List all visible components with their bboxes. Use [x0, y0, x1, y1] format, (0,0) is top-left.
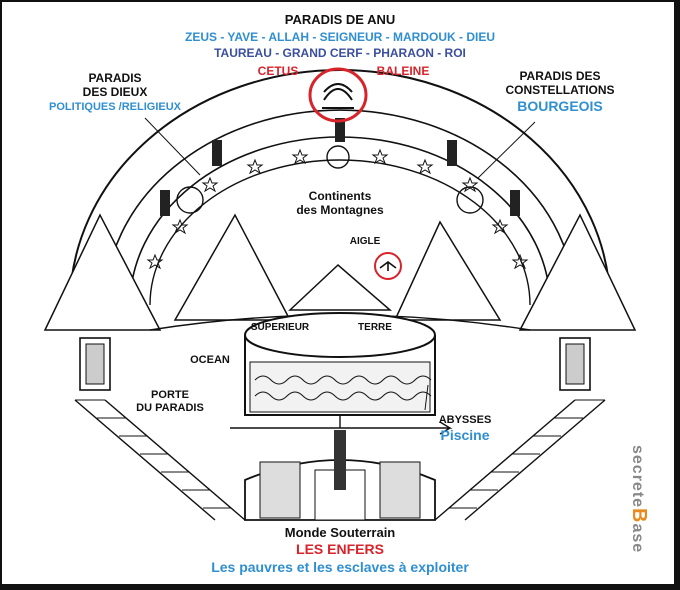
- abyss-waves: [254, 375, 432, 385]
- right-heaven-title-1: PARADIS DES: [519, 69, 601, 83]
- gods-line: ZEUS - YAVE - ALLAH - SEIGNEUR - MARDOUK…: [184, 30, 495, 44]
- ocean-label: OCEAN: [190, 354, 230, 366]
- zodiac-band-outer: [104, 109, 576, 306]
- left-gate: [74, 337, 246, 521]
- title: PARADIS DE ANU: [284, 12, 396, 27]
- porte-label-1: PORTE: [151, 389, 189, 401]
- aigle-label: AIGLE: [349, 236, 381, 247]
- baleine-label: BALEINE: [376, 64, 430, 78]
- superieur-label: SUPERIEUR: [250, 322, 310, 333]
- zodiac-stars: [146, 148, 529, 270]
- underworld-label: Monde Souterrain: [284, 525, 396, 540]
- porte-label-2: DU PARADIS: [136, 402, 204, 414]
- star-icon: [511, 253, 529, 270]
- deity-figure-icon: [335, 118, 345, 142]
- cetus-highlight-circle: [308, 67, 368, 123]
- eagle-icon: [379, 261, 397, 271]
- pointer-line: [477, 121, 536, 179]
- site-watermark: secreteBase: [628, 445, 650, 554]
- left-heaven-title-2: DES DIEUX: [82, 85, 148, 99]
- enfers-label: LES ENFERS: [296, 541, 384, 557]
- star-icon: [461, 176, 479, 193]
- symbols-line: TAUREAU - GRAND CERF - PHARAON - ROI: [214, 46, 466, 60]
- whale-icon: [322, 83, 354, 109]
- mountain-right-far: [518, 213, 637, 331]
- left-heaven-title-1: PARADIS: [88, 71, 142, 85]
- mountain-center: [288, 263, 393, 311]
- deity-figure-icon: [160, 190, 170, 216]
- star-icon: [246, 158, 264, 175]
- continents-label-1: Continents: [308, 189, 372, 203]
- piscine-label: Piscine: [440, 427, 490, 443]
- exploited-caption: Les pauvres et les esclaves à exploiter: [211, 559, 469, 575]
- sun-disc-icon: [176, 186, 204, 214]
- descent-arrow: [230, 415, 453, 435]
- star-icon: [416, 158, 434, 175]
- mountains: [43, 213, 637, 331]
- mountain-left: [173, 213, 292, 321]
- pointer-line: [144, 117, 201, 176]
- star-icon: [491, 218, 509, 235]
- terre-label: TERRE: [358, 322, 392, 333]
- underworld-building: [244, 430, 436, 521]
- deity-figure-icon: [212, 140, 222, 166]
- abyss-frieze: [249, 361, 431, 413]
- sun-disc-icon: [456, 186, 484, 214]
- earth-top: [244, 312, 436, 358]
- inner-heaven-arc: [149, 159, 531, 306]
- deity-figure-icon: [510, 190, 520, 216]
- star-icon: [371, 148, 389, 165]
- cetus-label: CETUS: [257, 64, 299, 78]
- abyss-waves: [254, 391, 432, 401]
- star-icon: [146, 253, 164, 270]
- deity-figures: [160, 118, 520, 216]
- deity-figure-icon: [447, 140, 457, 166]
- moon-disc-icon: [326, 145, 350, 169]
- star-icon: [171, 218, 189, 235]
- mountain-left-far: [43, 213, 162, 331]
- right-gate: [434, 337, 606, 521]
- mountain-right: [393, 220, 502, 321]
- star-icon: [201, 176, 219, 193]
- right-heaven-title-2: CONSTELLATIONS: [505, 83, 615, 97]
- pointer-line: [424, 384, 429, 411]
- aigle-highlight-circle: [374, 252, 402, 280]
- right-heaven-subtitle: BOURGEOIS: [517, 98, 603, 114]
- continents-label-2: des Montagnes: [296, 203, 384, 217]
- star-icon: [291, 148, 309, 165]
- abysses-label: ABYSSES: [438, 414, 492, 426]
- left-heaven-subtitle: POLITIQUES /RELIGIEUX: [48, 101, 182, 113]
